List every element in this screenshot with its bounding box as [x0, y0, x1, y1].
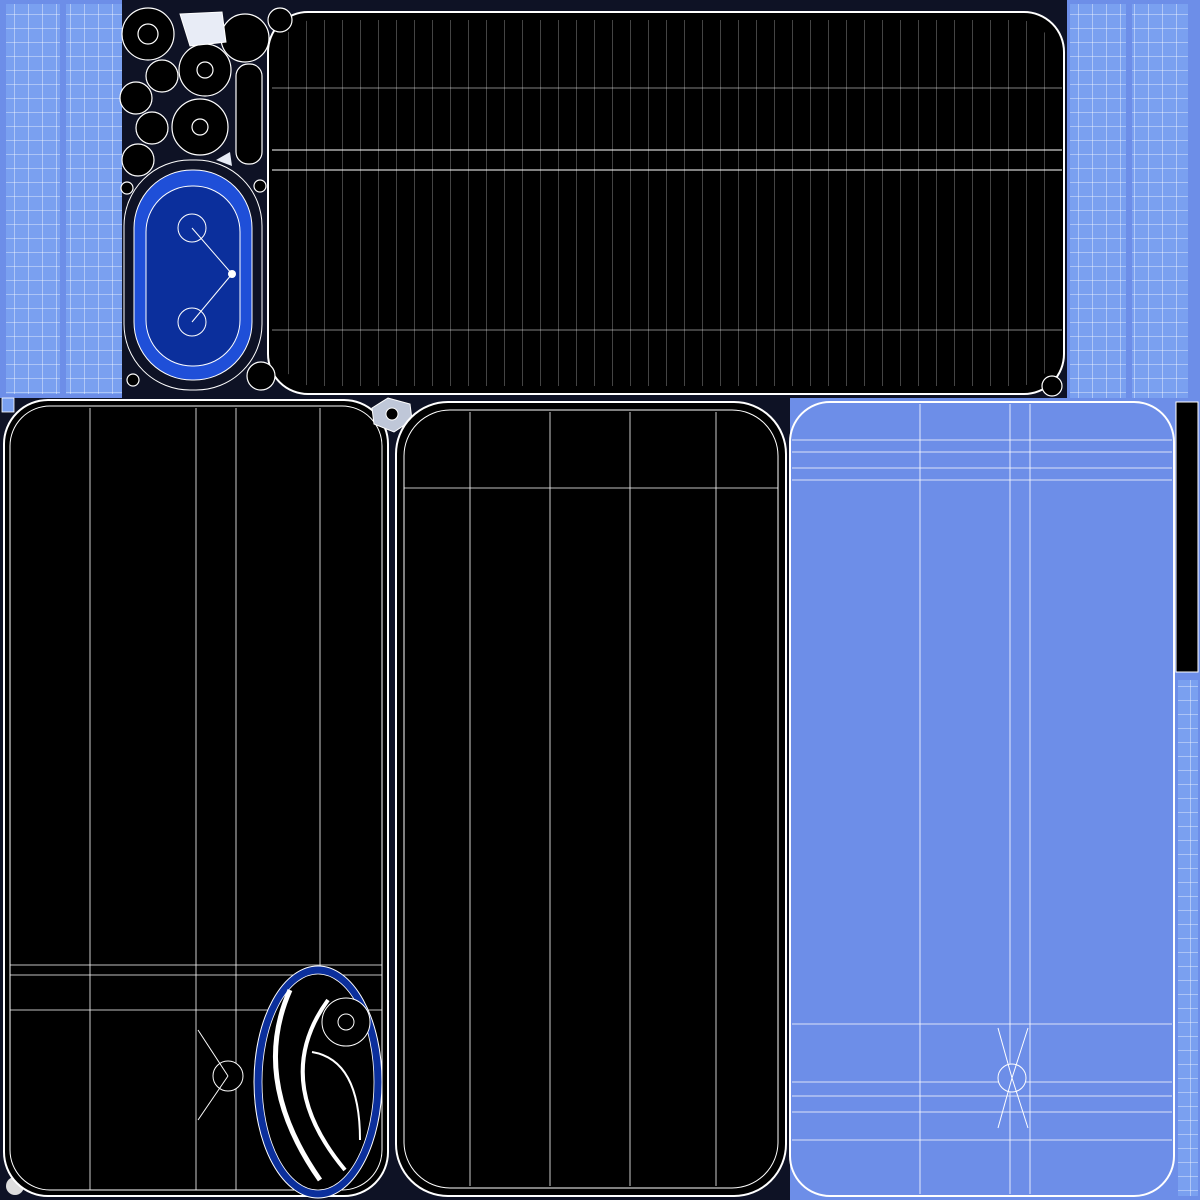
white-triangle-island — [216, 152, 232, 166]
bottom-right-blue-panel — [789, 401, 1175, 1197]
blue-oval-island — [123, 159, 263, 391]
right-stripe-islands — [1070, 4, 1188, 398]
small-circle-islands — [119, 7, 1063, 397]
bottom-middle-panel — [395, 401, 787, 1197]
embedded-oval-island — [253, 965, 383, 1199]
right-thin-strip — [1175, 401, 1199, 1196]
top-large-panel — [267, 11, 1065, 395]
left-stripe-islands — [6, 4, 122, 394]
small-blue-marker — [1, 397, 15, 413]
white-shield-island — [179, 11, 227, 47]
